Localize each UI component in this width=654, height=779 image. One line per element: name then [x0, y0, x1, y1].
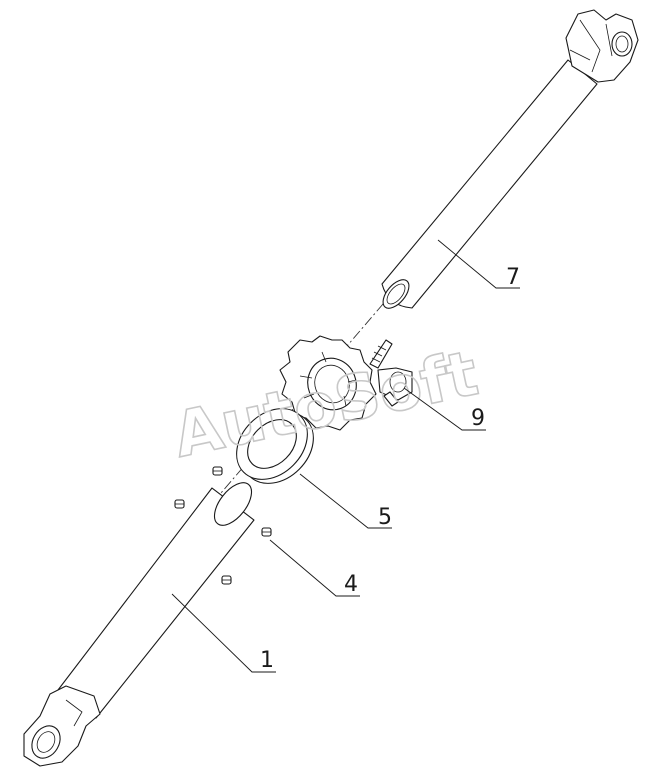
grease-nipple: [261, 527, 272, 537]
part-9-castle-nut: [279, 335, 413, 431]
callout-1: 1: [171, 593, 276, 673]
part-4-grease-nipples: [174, 466, 272, 585]
callout-label-5: 5: [378, 505, 392, 530]
callout-label-4: 4: [344, 572, 358, 597]
callout-label-1: 1: [260, 648, 274, 673]
callout-5: 5: [299, 473, 392, 530]
callout-7: 7: [437, 239, 520, 290]
grease-nipple: [221, 575, 232, 585]
callout-label-9: 9: [471, 406, 485, 431]
callout-label-7: 7: [506, 265, 520, 290]
callout-9: 9: [403, 387, 486, 431]
part-7-piston-rod: [381, 9, 639, 309]
grease-nipple: [174, 499, 185, 509]
grease-nipple: [212, 466, 223, 476]
part-1-cylinder-barrel: [23, 482, 255, 767]
part-5-ring: [236, 408, 314, 484]
callout-4: 4: [269, 539, 360, 597]
